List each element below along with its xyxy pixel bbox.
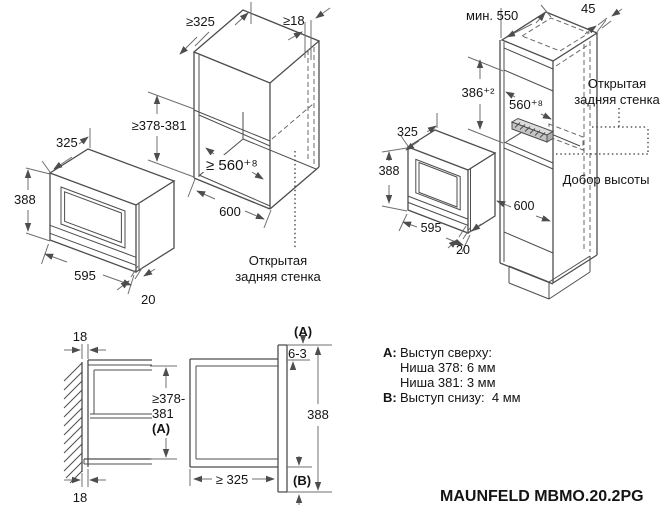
arrow-icon	[402, 221, 418, 228]
note-a-line1: Ниша 378: 6 мм	[400, 360, 496, 375]
arrow-icon	[78, 136, 89, 145]
arrow-icon	[535, 215, 551, 222]
section-dim-extension-lines	[81, 344, 332, 493]
arrow-icon	[179, 36, 198, 55]
small-oven-outline	[406, 129, 497, 235]
open-back-note-line1: Открытая	[249, 253, 307, 268]
tall-cabinet-details	[503, 42, 591, 300]
tall-cabinet-dim-extension-lines	[467, 4, 612, 144]
cabinet-niche-details	[193, 55, 317, 207]
arrow-icon	[584, 25, 597, 35]
dim-label-tall-niche-width: 600	[514, 199, 535, 213]
dim-label-niche-depth: ≥ 560⁺⁸	[206, 157, 258, 174]
note-a-prefix: A:	[383, 345, 397, 360]
arrow-icon	[287, 31, 303, 41]
dim-label-oven-height: 388	[14, 192, 36, 207]
arrow-icon	[244, 210, 265, 220]
oven-isometric-view: 325 388 595 20	[14, 128, 176, 307]
cabinet-hidden-lines	[271, 47, 315, 164]
arrow-icon	[116, 280, 130, 291]
arrow-icon	[447, 239, 458, 249]
section-view: 18 18 ≥378- 381 (A) (A) 6-3 388 ≥ 325 (B…	[63, 324, 332, 505]
note-b-title: Выступ снизу: 4 мм	[400, 390, 521, 405]
oven-body-outline	[48, 148, 176, 274]
dim-label-niche-width: 600	[219, 204, 241, 219]
arrow-icon	[143, 268, 156, 277]
arrow-icon	[205, 147, 215, 156]
arrow-icon	[315, 7, 331, 19]
dim-label-wall-gap-top: 18	[73, 329, 87, 344]
small-oven-door-details	[407, 158, 471, 232]
model-label: MAUNFELD MBMO.20.2PG	[440, 488, 644, 505]
arrow-icon	[496, 200, 512, 208]
dim-label-oven-depth: 325	[56, 135, 78, 150]
arrow-icon	[405, 140, 420, 151]
dim-label-small-oven-door: 20	[456, 243, 470, 257]
arrow-icon	[44, 253, 68, 263]
arrow-icon	[196, 190, 216, 200]
dim-label-oven-door: 20	[141, 292, 155, 307]
dim-label-section-niche-height-1: ≥378-	[152, 391, 185, 406]
arrow-icon	[505, 91, 516, 99]
dim-label-niche-height: ≥378-381	[132, 118, 187, 133]
dim-label-section-niche-height-3: (A)	[152, 421, 170, 436]
dim-label-cabinet-rear-gap: ≥18	[283, 13, 305, 28]
arrow-icon	[102, 274, 132, 286]
height-filler-bar-end	[546, 130, 554, 143]
arrow-icon	[611, 8, 623, 17]
dim-label-section-niche-height-2: 381	[152, 406, 174, 421]
tall-open-back-note-line2: задняя стенка	[574, 92, 660, 107]
oven-door-details	[49, 186, 140, 271]
arrow-icon	[506, 23, 533, 38]
label-backing	[203, 155, 269, 172]
arrow-icon	[535, 12, 546, 24]
dim-label-oven-width: 595	[74, 268, 96, 283]
open-back-note-line2: задняя стенка	[235, 269, 321, 284]
arrow-icon	[471, 223, 482, 232]
dim-label-small-oven-width: 595	[421, 221, 442, 235]
wall-cabinet-isometric-view: ≥325 ≥18 ≥378-381 ≥ 560⁺⁸ 600 Открытая з…	[132, 2, 331, 284]
ref-label-a: (A)	[294, 324, 312, 339]
dim-label-front-height: 388	[307, 407, 329, 422]
tall-cabinet-group: 325 388 595 20 мин. 550 45 386⁺² 560⁺⁸ О…	[379, 1, 661, 300]
dim-label-section-depth: ≥ 325	[216, 472, 248, 487]
dim-label-cabinet-top-depth: ≥325	[186, 14, 215, 29]
arrow-icon	[426, 125, 437, 134]
ref-label-b: (B)	[293, 473, 311, 488]
cabinet-outline	[192, 9, 321, 210]
wall-hatching	[63, 362, 83, 484]
height-filler-note: Добор высоты	[563, 172, 650, 187]
section-inner-lines	[83, 364, 278, 465]
tall-cabinet-outline	[499, 11, 599, 285]
dim-label-tall-niche-height: 386⁺²	[462, 85, 496, 100]
dim-label-small-oven-height: 388	[379, 164, 400, 178]
arrow-icon	[251, 171, 264, 180]
notes-block: A: Выступ сверху: Ниша 378: 6 мм Ниша 38…	[383, 345, 521, 405]
dim-label-top-reveal: 6-3	[288, 346, 307, 361]
height-filler-hatching	[514, 122, 546, 138]
note-a-title: Выступ сверху:	[400, 345, 492, 360]
arrow-icon	[53, 156, 73, 170]
section-main-outline	[81, 344, 288, 493]
cabinet-dim-extension-lines	[147, 2, 312, 229]
dim-label-wall-gap-bottom: 18	[73, 490, 87, 505]
arrow-icon	[234, 12, 249, 26]
dim-label-tall-rear-gap: 45	[581, 1, 595, 16]
dim-label-min-depth: мин. 550	[466, 8, 518, 23]
annotation-leader-lines	[556, 108, 649, 155]
dim-label-tall-niche-depth: 560⁺⁸	[509, 97, 543, 112]
note-a-line2: Ниша 381: 3 мм	[400, 375, 496, 390]
dim-label-small-oven-depth: 325	[397, 125, 418, 139]
arrow-icon	[540, 112, 552, 120]
note-b-prefix: B:	[383, 390, 397, 405]
tall-open-back-note-line1: Открытая	[588, 76, 646, 91]
